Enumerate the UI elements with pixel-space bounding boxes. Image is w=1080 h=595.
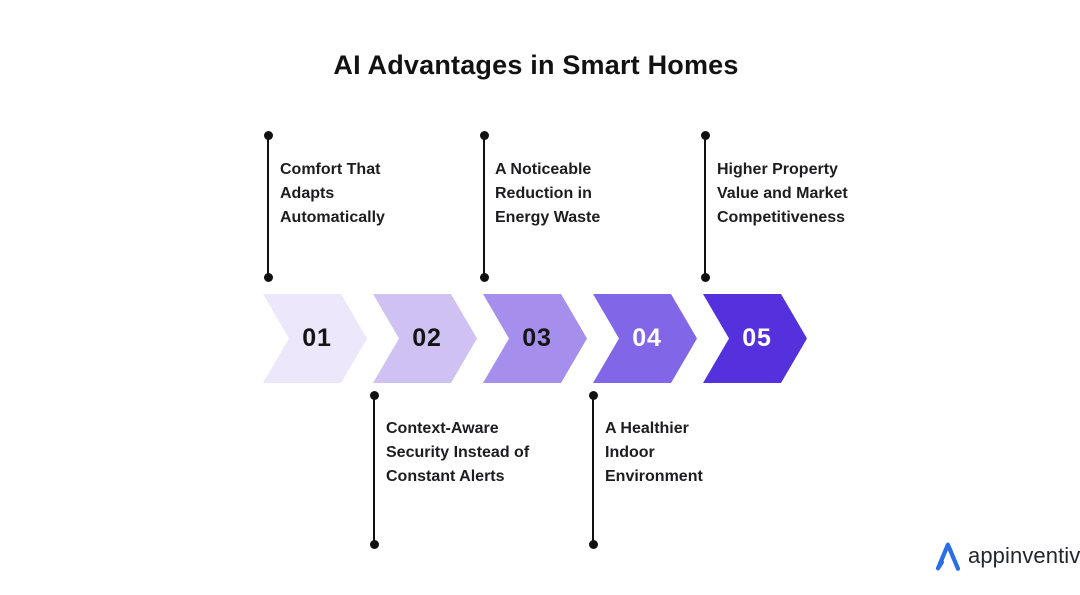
connector-line-step1 — [263, 131, 273, 282]
line-endpoint-dot — [369, 540, 379, 549]
line-endpoint-dot — [263, 131, 273, 140]
brand-logo-text: appinventiv — [968, 543, 1080, 568]
step2-number: 02 — [412, 324, 442, 352]
chevron-step4: 04 — [593, 294, 697, 383]
step1-label: Comfort That Adapts Automatically — [280, 161, 385, 226]
line-endpoint-dot — [263, 273, 273, 282]
chevron-step2: 02 — [373, 294, 477, 383]
step5-label: Higher Property Value and Market Competi… — [717, 161, 848, 226]
line-endpoint-dot — [588, 391, 598, 400]
chevron-step3: 03 — [483, 294, 587, 383]
connector-line-step4 — [588, 391, 598, 549]
chevron-step1: 01 — [263, 294, 367, 383]
line-endpoint-dot — [479, 273, 489, 282]
line-endpoint-dot — [700, 273, 710, 282]
step4-number: 04 — [632, 324, 662, 352]
chevron-step5: 05 — [703, 294, 807, 383]
connector-line-step5 — [700, 131, 710, 282]
page-title: AI Advantages in Smart Homes — [333, 50, 739, 80]
step3-label: A Noticeable Reduction in Energy Waste — [495, 161, 601, 226]
appinventiv-a-mark-icon — [933, 541, 963, 571]
line-endpoint-dot — [479, 131, 489, 140]
step5-number: 05 — [742, 324, 772, 352]
step4-label: A Healthier Indoor Environment — [605, 420, 703, 485]
connector-line-step2 — [369, 391, 379, 549]
line-endpoint-dot — [700, 131, 710, 140]
step3-number: 03 — [522, 324, 552, 352]
chevron-arrow-band: 01 02 03 04 05 — [263, 294, 807, 383]
connector-line-step3 — [479, 131, 489, 282]
step2-label: Context-Aware Security Instead of Consta… — [386, 420, 530, 485]
step1-number: 01 — [302, 324, 332, 352]
line-endpoint-dot — [588, 540, 598, 549]
brand-logo: appinventiv — [933, 541, 1080, 571]
line-endpoint-dot — [369, 391, 379, 400]
